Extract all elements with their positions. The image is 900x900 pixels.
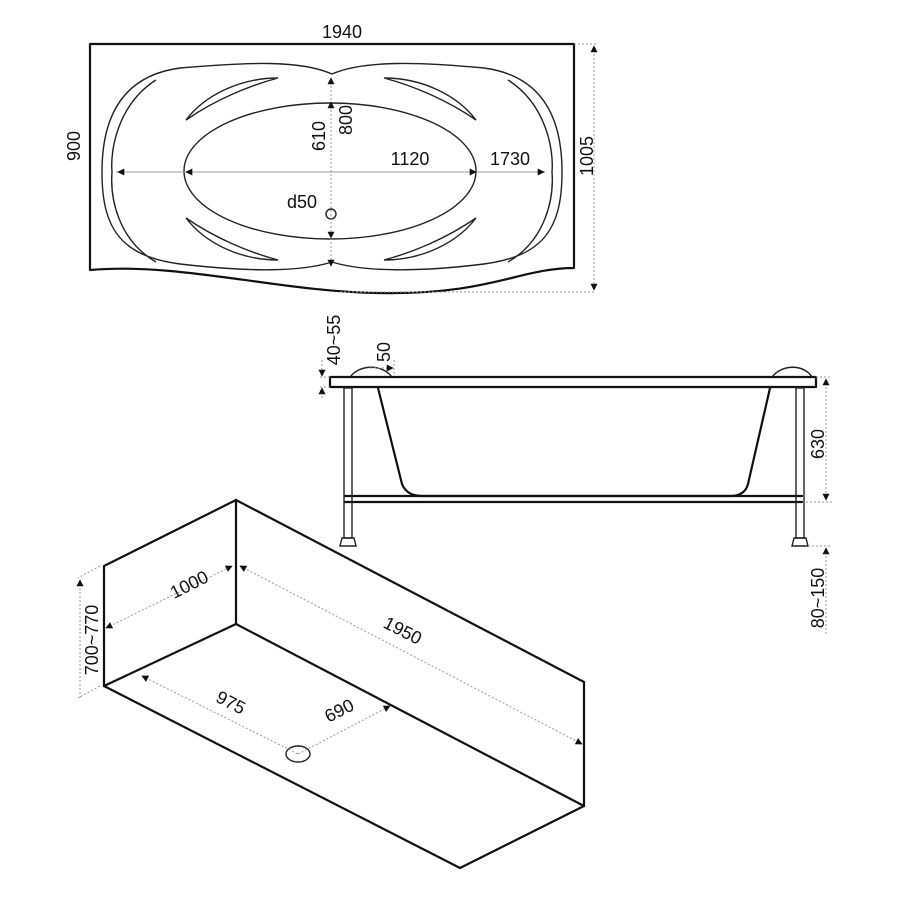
total-width-1005-label: 1005 — [577, 136, 597, 176]
rim — [328, 375, 818, 389]
length-1940-label: 1940 — [322, 22, 362, 42]
headrest-left-top — [185, 77, 279, 121]
rim-offset-label: 50 — [374, 342, 394, 362]
outer-basin-inner-line — [111, 79, 157, 263]
iso-outline — [102, 498, 586, 870]
iso-length-label: 1950 — [380, 613, 425, 649]
headrest-left-bottom — [185, 217, 279, 261]
isometric-view: 1000 1950 700~770 975 690 — [76, 498, 586, 870]
rim-bump-right — [771, 366, 813, 378]
foot-right — [791, 537, 809, 547]
outer-length-1730-label: 1730 — [490, 149, 530, 169]
rim-bump-left — [349, 366, 393, 378]
side-view: 40~55 50 630 80~150 — [318, 315, 832, 634]
top-view: 1940 900 1005 610 800 1120 1730 d50 — [64, 22, 598, 295]
drain-d50-label: d50 — [287, 192, 317, 212]
outer-basin-inner-line-right — [507, 79, 553, 263]
top-view-outline — [88, 42, 576, 295]
headrest-right-top — [383, 77, 477, 121]
iso-height-label: 700~770 — [82, 605, 102, 676]
outer-width-800-label: 800 — [336, 105, 356, 135]
rim-thickness-label: 40~55 — [324, 315, 344, 366]
iso-drain-y-label: 690 — [321, 695, 357, 726]
iso-drain-hole — [285, 745, 311, 763]
headrest-right-bottom — [383, 217, 477, 261]
leg-right — [795, 387, 805, 539]
foot-left — [339, 537, 357, 547]
inner-width-610-label: 610 — [309, 121, 329, 151]
leg-left — [343, 387, 353, 539]
inner-length-1120-label: 1120 — [391, 149, 430, 169]
leg-range-label: 80~150 — [808, 568, 828, 629]
iso-depth-label: 1000 — [167, 567, 212, 603]
height-630-label: 630 — [808, 429, 828, 459]
width-900-label: 900 — [64, 131, 84, 161]
basin-profile — [376, 386, 772, 498]
